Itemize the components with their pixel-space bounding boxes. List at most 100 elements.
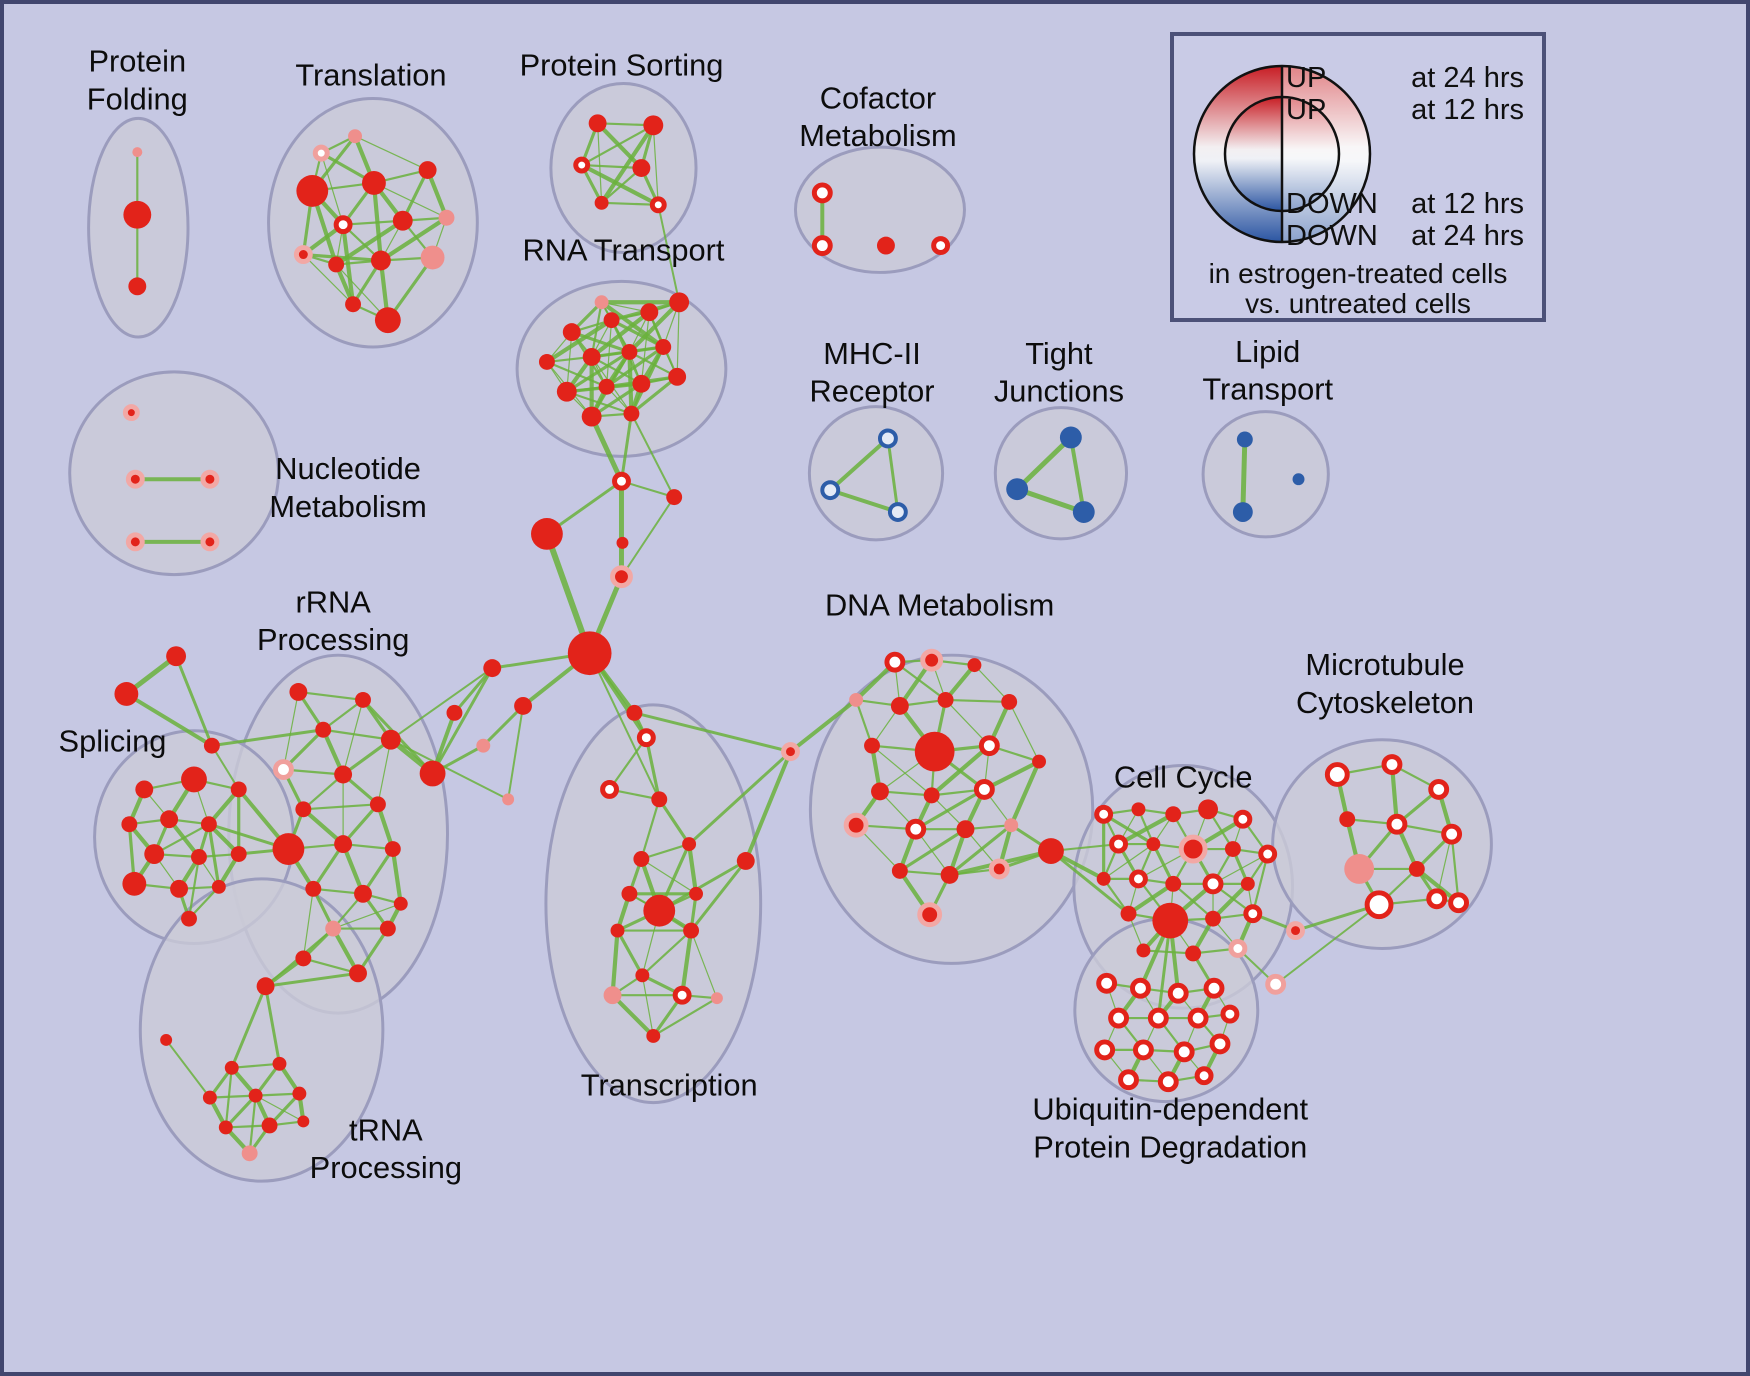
edge	[589, 310, 652, 360]
node-splicing	[135, 780, 154, 799]
cluster-nucleotide	[68, 370, 280, 577]
edge	[898, 827, 968, 873]
edge	[599, 123, 656, 205]
node-cell_cycle	[1096, 871, 1111, 886]
edge	[630, 412, 676, 499]
edge	[600, 201, 660, 206]
node-dna_metabolism	[940, 865, 959, 884]
node-splicing	[121, 816, 138, 833]
edge	[342, 219, 404, 226]
node-nucleotide	[200, 469, 220, 489]
edge	[680, 928, 694, 998]
edge	[604, 345, 665, 389]
edge	[302, 888, 314, 960]
edge	[1068, 435, 1086, 515]
node-transcription	[672, 985, 692, 1005]
node-transcription	[683, 922, 700, 939]
edge	[254, 1092, 301, 1097]
node-tight	[1006, 478, 1029, 501]
node-lipid	[1236, 431, 1253, 448]
node-protein_sorting	[643, 115, 664, 136]
edge	[1126, 881, 1176, 916]
node-backbone	[610, 565, 633, 589]
edge	[788, 697, 859, 754]
node-splicing	[200, 816, 217, 833]
node-backbone	[502, 793, 515, 806]
edge	[1210, 881, 1250, 921]
edge	[248, 1094, 257, 1155]
edge	[588, 652, 661, 801]
node-ubiquitin	[1147, 1007, 1169, 1029]
edge	[208, 1094, 257, 1099]
cluster-label-splicing: Splicing	[59, 724, 167, 759]
node-backbone	[483, 659, 502, 678]
node-ubiquitin	[1167, 982, 1189, 1004]
node-rna_transport	[598, 378, 615, 395]
node-trna	[202, 1090, 217, 1105]
edge	[1009, 759, 1042, 828]
cluster-label-translation: Translation	[295, 58, 446, 93]
node-translation	[348, 129, 362, 144]
cluster-tight	[993, 406, 1129, 541]
node-trna	[248, 1088, 263, 1103]
node-ubiquitin	[1132, 1039, 1154, 1061]
node-nucleotide	[125, 532, 145, 552]
edge	[1049, 849, 1131, 916]
edge	[322, 698, 365, 731]
edge	[944, 698, 1011, 704]
node-translation	[293, 245, 313, 264]
edge	[378, 215, 449, 263]
node-ubiquitin	[1108, 1007, 1130, 1029]
node-ubiquitin	[1173, 1041, 1195, 1063]
node-splicing	[191, 849, 207, 865]
node-ubiquitin	[1194, 1066, 1214, 1086]
legend-down-12-label: DOWN	[1286, 188, 1378, 220]
node-dna_metabolism	[917, 902, 943, 928]
cluster-trna	[138, 877, 385, 1183]
edge	[579, 162, 661, 207]
edge	[893, 661, 947, 702]
node-cofactor	[876, 236, 895, 255]
node-splicing	[211, 879, 226, 894]
node-cofactor	[811, 182, 833, 204]
node-trna	[241, 1145, 258, 1162]
legend-box: UP at 24 hrs UP at 12 hrs DOWN at 12 hrs…	[1170, 32, 1546, 322]
node-rrna	[369, 796, 386, 813]
node-dna_metabolism	[937, 691, 954, 708]
node-trna	[224, 1060, 239, 1075]
edge	[565, 350, 632, 394]
edge	[230, 1062, 281, 1069]
edge	[452, 666, 494, 715]
node-dna_metabolism	[849, 692, 864, 707]
node-microtubule	[1386, 813, 1408, 835]
node-microtubule	[1339, 811, 1356, 828]
node-dna_metabolism	[923, 787, 940, 804]
edge	[652, 124, 659, 206]
node-splicing	[230, 781, 247, 798]
edge	[686, 841, 699, 896]
node-dna_metabolism	[871, 782, 889, 801]
edge	[297, 690, 365, 702]
node-transcription	[610, 923, 625, 938]
node-dna_metabolism	[1001, 693, 1018, 710]
edge	[174, 654, 214, 748]
node-backbone	[567, 631, 612, 676]
edge	[580, 163, 643, 170]
edge	[124, 691, 214, 748]
node-cell_cycle	[1165, 875, 1182, 892]
edge	[620, 496, 676, 578]
node-trna	[256, 977, 275, 996]
node-ubiquitin	[1094, 1039, 1116, 1061]
node-translation	[420, 245, 445, 270]
edge	[389, 667, 494, 741]
node-rna_transport	[556, 381, 577, 402]
node-cell_cycle	[1185, 945, 1202, 962]
node-cell_cycle	[1228, 939, 1248, 958]
